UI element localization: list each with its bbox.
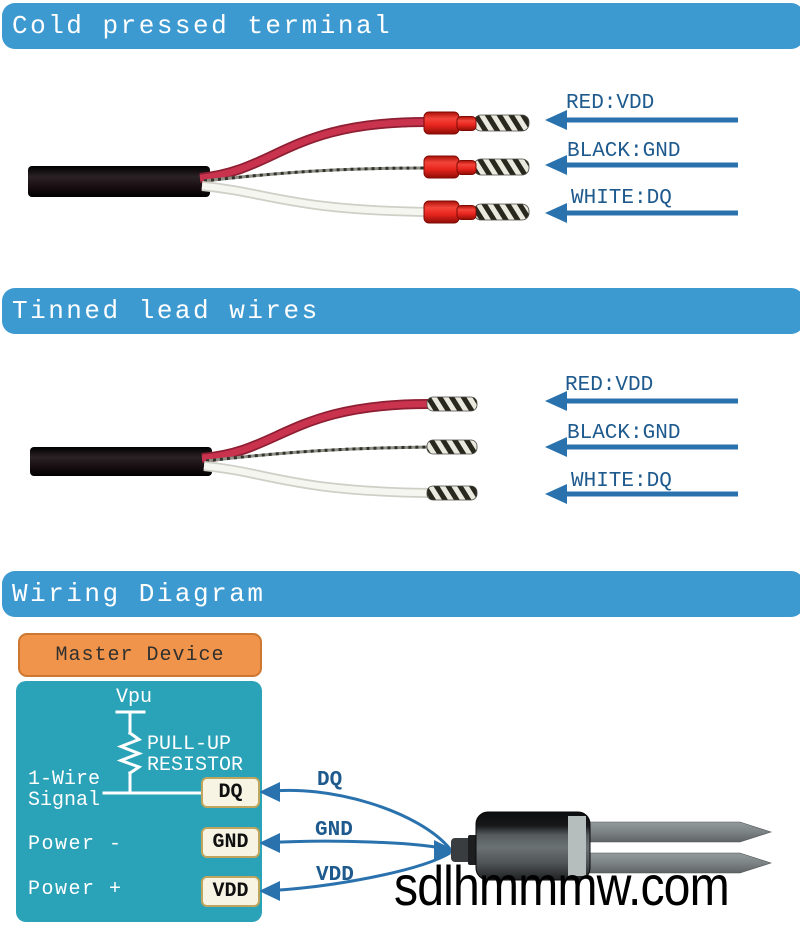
bus-label-dq: DQ [317,769,343,792]
section-title-wiring: Wiring Diagram [2,571,800,617]
power-minus-label: Power - [28,833,123,856]
left-arrow-icon [259,833,280,853]
pullup-label-line1: PULL-UP [147,733,232,756]
left-arrow-icon [545,110,738,130]
crimp-terminal [423,111,530,135]
right-arrow-icon [434,840,456,862]
cable-photo-tinned [30,396,478,501]
crimp-terminal [423,155,530,179]
bus-label-gnd: GND [315,819,353,842]
wire-label-black-gnd: BLACK:GND [567,422,681,445]
left-arrow-icon [545,391,738,411]
left-arrow-icon [545,437,738,457]
vpu-label: Vpu [116,686,153,709]
left-arrow-icon [259,782,280,802]
wire-label-black-gnd: BLACK:GND [567,140,681,163]
tinned-wire-tip [426,396,478,501]
one-wire-label: 1-Wire [28,768,101,791]
wire-label-white-dq: WHITE:DQ [571,187,672,210]
bus-arrowheads [259,782,456,901]
wiring-lines [102,710,203,795]
cable-photo-cold-pressed [28,111,530,224]
left-arrow-icon [545,155,738,175]
master-device-label: Master Device [55,643,225,667]
section-title-cold-pressed: Cold pressed terminal [2,3,800,49]
power-plus-label: Power + [28,878,123,901]
label-arrows-tinned [545,391,738,504]
left-arrow-icon [545,203,738,223]
left-arrow-icon [259,881,280,901]
wire-label-white-dq: WHITE:DQ [571,470,672,493]
left-arrow-icon [545,484,738,504]
crimp-terminal [423,200,530,224]
wire-label-red-vdd: RED:VDD [566,92,655,115]
label-arrows-cold-pressed [545,110,738,223]
pin-gnd: GND [201,827,260,858]
gnd-curve [262,839,451,852]
sensor-probe-illustration [451,811,772,881]
wire-label-red-vdd: RED:VDD [565,374,654,397]
section-title-tinned: Tinned lead wires [2,288,800,334]
pullup-label-line2: RESISTOR [147,754,244,777]
bus-label-vdd: VDD [316,864,354,887]
signal-label: Signal [28,789,101,812]
pin-dq: DQ [201,777,260,808]
dq-curve [262,788,452,850]
watermark-text: sdlhmmmw.com [394,854,730,917]
pullup-resistor-symbol [116,730,144,776]
master-device-box: Master Device [18,633,262,677]
pin-vdd: VDD [201,876,260,907]
